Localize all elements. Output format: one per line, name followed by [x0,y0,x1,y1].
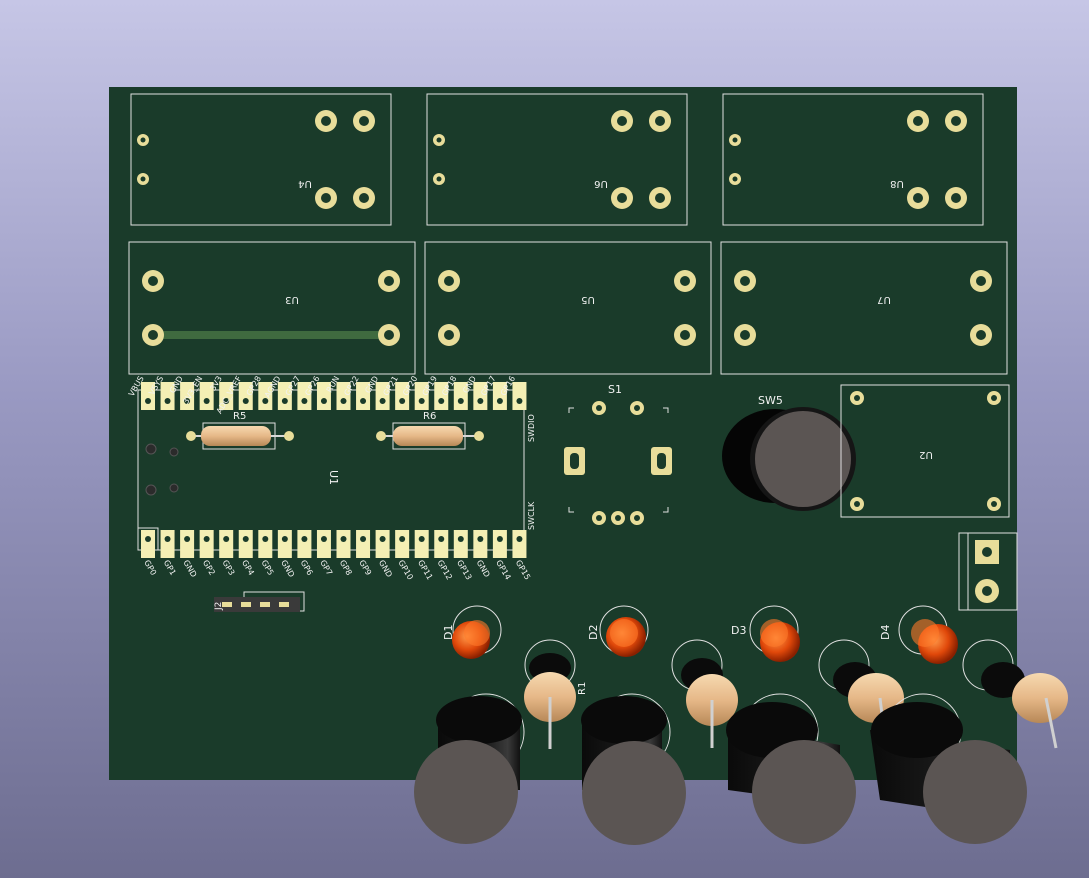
header-pin [141,530,155,558]
header-pin [414,530,429,558]
debug-pad [169,483,179,493]
header-pin [356,530,371,558]
header-pin [277,382,292,410]
header-pin [238,530,253,558]
resistor-r5: R5 [186,411,294,450]
resistor-r6: R6 [376,411,484,450]
resistor-r6-label: R6 [423,411,436,422]
pico-top-pins [141,382,527,410]
debug-pad [169,447,179,457]
header-pin [180,382,195,410]
capacitor [414,693,525,844]
relay-u5: U5 [424,241,712,375]
led-d4-label: D4 [879,625,892,640]
header-pin [512,530,527,558]
switch-s1: S1 [564,383,672,525]
header-pin [160,382,175,410]
header-pin [219,382,234,410]
header-pin [316,530,331,558]
header-pin [316,382,331,410]
header-pin [395,530,410,558]
standing-resistor: R1 [524,639,588,749]
header-pin [297,530,312,558]
capacitor [726,693,856,844]
header-pin [492,530,507,558]
relay-u3: U3 [128,241,416,375]
relay-u5-label: U5 [581,294,595,305]
pushbutton-sw5-label: SW5 [758,394,783,407]
header-pin [199,530,214,558]
debug-pad [145,443,157,455]
led-d2-label: D2 [587,625,600,640]
header-pin [414,382,429,410]
header-pin [453,382,468,410]
header-pin [336,530,351,558]
standing-resistor [671,639,738,748]
header-pin [219,530,234,558]
header-pin [199,382,214,410]
relay-u8: U8 [722,93,984,226]
relay-u6-label: U6 [594,178,608,189]
header-pin [375,530,390,558]
pico-bottom-pins [141,530,527,558]
header-pin [336,382,351,410]
led-d3: D3 [731,605,800,662]
header-pin [180,530,195,558]
header-pin [277,530,292,558]
terminal-block [958,532,1018,611]
header-pin [453,530,468,558]
debug-pad [145,484,157,496]
header-pin [160,530,175,558]
pin-header-j2: J2 [214,591,305,612]
header-pin [492,382,507,410]
swdio-label: SWDIO [527,414,536,442]
module-u2-label: U2 [919,449,933,460]
header-pin [297,382,312,410]
swclk-label: SWCLK [527,501,536,530]
capacitor [870,693,1027,844]
standing-resistor [962,639,1068,749]
led-d3-label: D3 [731,624,746,637]
header-pin [258,382,273,410]
header-pin [434,382,449,410]
header-pin [141,382,155,410]
relay-u7: U7 [720,241,1008,375]
resistor-r5-label: R5 [233,411,246,422]
header-pin [512,382,527,410]
relay-u3-label: U3 [285,294,299,305]
switch-s1-label: S1 [608,383,622,396]
relay-row-middle: U3 U5 U7 [128,241,1008,375]
header-pin [356,382,371,410]
led-d1-label: D1 [442,625,455,640]
pico-label-u1: U1 [327,470,340,485]
header-pin [473,530,488,558]
relay-u7-label: U7 [877,294,891,305]
capacitor [581,693,686,845]
pin-header-j2-label: J2 [214,602,224,611]
relay-row-top: U4 U6 U8 [130,93,984,226]
header-pin [434,530,449,558]
pushbutton-sw5: SW5 [722,394,856,511]
resistor-r1-label: R1 [577,682,588,695]
header-pin [395,382,410,410]
header-pin [375,382,390,410]
module-u2: U2 [840,384,1010,518]
led-d4: D4 [879,605,958,664]
led-d1: D1 [442,605,502,659]
led-d2: D2 [587,605,649,657]
relay-u6: U6 [426,93,688,226]
relay-u4: U4 [130,93,392,226]
relay-u4-label: U4 [298,178,312,189]
header-pin [258,530,273,558]
header-pin [238,382,253,410]
header-pin [473,382,488,410]
relay-u8-label: U8 [890,178,904,189]
